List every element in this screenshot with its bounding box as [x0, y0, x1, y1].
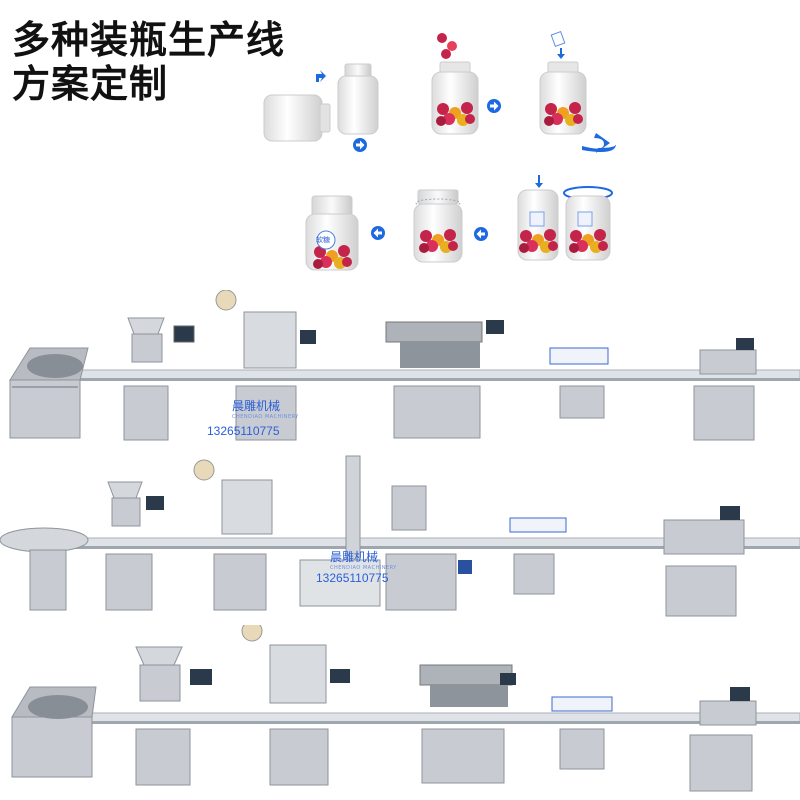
brand-watermark: 晨雕机械 CHENDIAO MACHINERY: [232, 399, 299, 420]
empty-bottle-lying: [263, 94, 331, 142]
production-line-3: [11, 625, 800, 792]
bottle-unscrambler: [11, 686, 97, 778]
title-line-2: 方案定制: [12, 62, 169, 106]
page-title: 多种装瓶生产线 方案定制: [12, 18, 285, 106]
rotate-arrow-icon: [316, 70, 326, 82]
labeling-machine: [693, 338, 757, 441]
induction-sealer: [551, 696, 613, 770]
arrow-right-icon: [353, 138, 367, 152]
curved-arrow-icon: [582, 133, 616, 153]
desiccant-inserter: [241, 625, 350, 786]
arrow-left-icon: [474, 227, 488, 241]
arrow-right-icon: [487, 99, 501, 113]
capped-bottle: [413, 189, 463, 263]
induction-sealer: [509, 517, 567, 595]
sealed-bottle: [563, 186, 613, 261]
cap-elevator: [299, 455, 381, 607]
bottling-process-diagram: [263, 31, 616, 271]
production-line-1: [9, 290, 800, 441]
counting-machine: [135, 646, 212, 786]
induction-sealer: [549, 347, 609, 419]
arrow-left-icon: [371, 226, 385, 240]
labeling-machine: [663, 506, 745, 617]
capping-machine: [385, 485, 472, 611]
title-line-1: 多种装瓶生产线: [12, 18, 286, 62]
phone-watermark: 13265110775: [316, 571, 389, 585]
bottle-label-text: 软糖: [316, 236, 330, 244]
capping-machine: [419, 664, 516, 784]
counting-machine: [123, 317, 195, 441]
desiccant-inserter: [193, 459, 273, 611]
labeling-machine: [689, 687, 757, 792]
bottle-with-desiccant: [517, 189, 559, 261]
production-line-2: [0, 455, 800, 617]
gummy-falling: [437, 33, 457, 59]
filled-bottle-1: [431, 61, 479, 135]
brand-watermark: 晨雕机械 CHENDIAO MACHINERY: [330, 550, 397, 571]
empty-bottle-upright: [337, 63, 379, 135]
labeled-bottle: [305, 195, 359, 271]
filled-bottle-2: [539, 61, 587, 135]
bottle-unscrambler: [9, 347, 89, 439]
desiccant-dropping: [550, 31, 566, 59]
phone-watermark: 13265110775: [207, 424, 280, 438]
down-arrow-icon: [535, 175, 543, 188]
capping-machine: [385, 320, 504, 439]
counting-machine: [105, 481, 164, 611]
desiccant-inserter: [215, 290, 316, 441]
rotary-table: [0, 527, 89, 611]
